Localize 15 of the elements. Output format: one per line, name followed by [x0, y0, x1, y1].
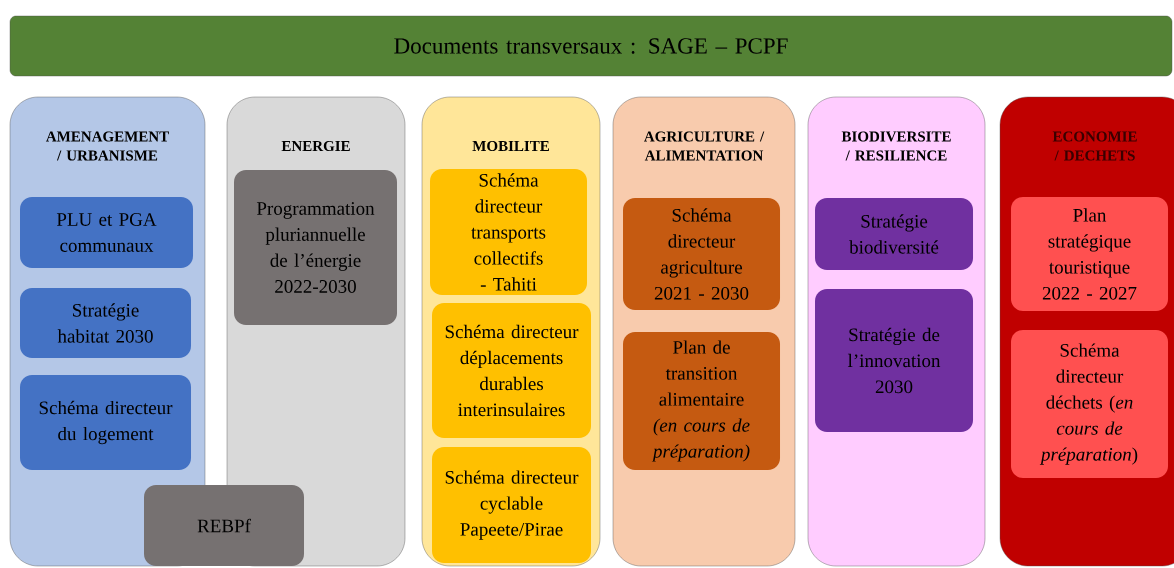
plan-box: Schéma directeur déchets (en cours de préparation)	[1011, 330, 1168, 478]
plan-box: Programmation pluriannuelle de l’énergie 2022-2030	[234, 170, 397, 325]
plan-box: Plan de transition alimentaire (en cours de préparation)	[623, 332, 780, 470]
plan-box: PLU et PGA communaux	[20, 197, 193, 268]
plan-box: Schéma directeur transports collectifs - Tahiti	[430, 169, 587, 295]
plan-box: Schéma directeur agriculture 2021 - 2030	[623, 198, 780, 310]
plan-box: REBPf	[144, 485, 304, 566]
title-band: Documents transversaux : SAGE – PCPF	[9, 15, 1173, 77]
plan-box: Schéma directeur cyclable Papeete/Pirae	[432, 447, 591, 563]
plan-box: Schéma directeur du logement	[20, 375, 191, 470]
plan-box: Plan stratégique touristique 2022 - 2027	[1011, 197, 1168, 311]
plan-box: Schéma directeur déplacements durables interinsulaires	[432, 303, 591, 438]
plan-box: Stratégie habitat 2030	[20, 288, 191, 358]
plan-box: Stratégie de l’innovation 2030	[815, 289, 973, 432]
plan-box: Stratégie biodiversité	[815, 198, 973, 270]
